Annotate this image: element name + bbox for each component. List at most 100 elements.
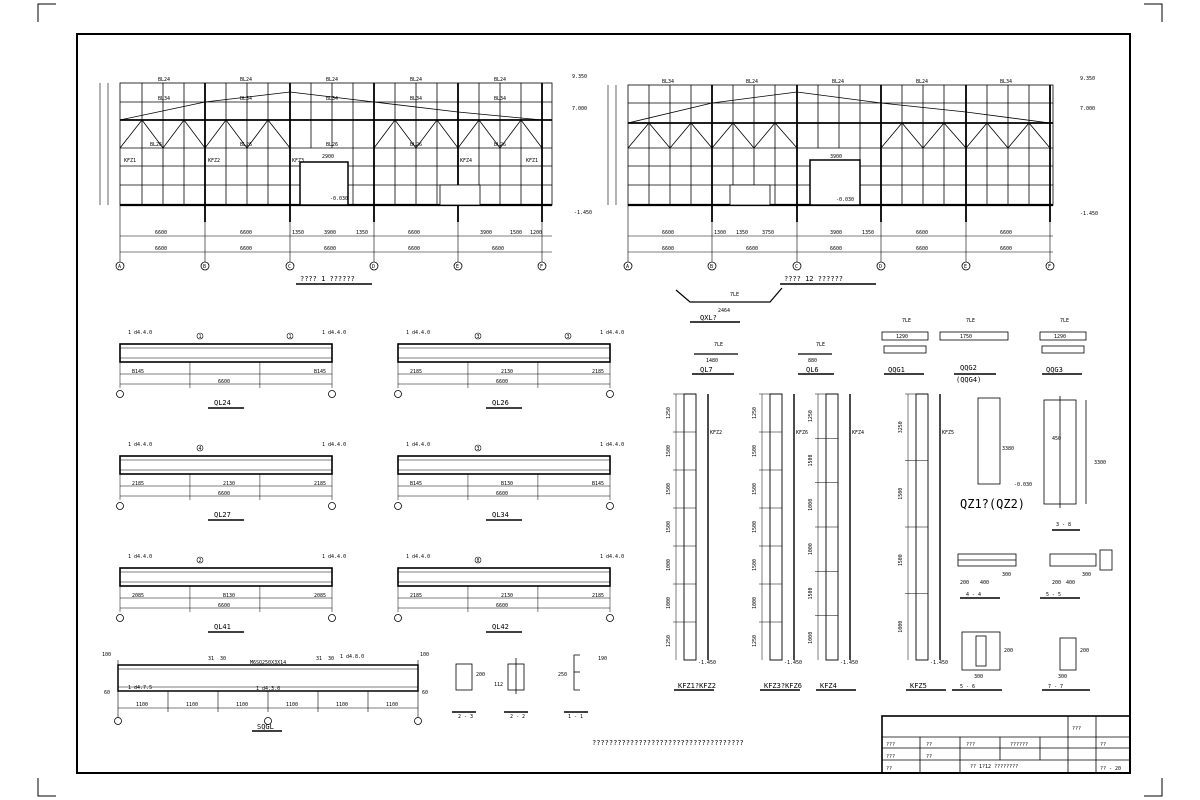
- segment-dim: 1500: [666, 445, 672, 457]
- column-outline: [683, 393, 697, 661]
- sqgl-end: 60: [104, 690, 110, 696]
- column-details: 1250150015001500100010001250-1.450KFZ2KF…: [666, 393, 954, 691]
- elevation-right-axes: [623, 261, 1055, 271]
- section-title: 1 - 1: [568, 714, 583, 720]
- axis-label: B: [203, 264, 206, 270]
- bar-label: 2185: [132, 481, 144, 487]
- dim-label: 6600: [916, 230, 928, 236]
- column-title: KFZ5: [910, 682, 927, 690]
- stirrup-note: 1 d4.4.0: [322, 554, 346, 560]
- crop-marks: [37, 3, 1163, 797]
- level-label: -1.450: [574, 210, 592, 216]
- mark-bubble: [474, 444, 482, 452]
- segment-dim: 1250: [752, 635, 758, 647]
- section-dim: 112: [494, 682, 503, 688]
- stirrup-note: 1 d4.4.0: [600, 554, 624, 560]
- section-title: 4 - 4: [966, 592, 981, 598]
- dim-label: 6600: [916, 246, 928, 252]
- dim-label: 1500: [510, 230, 522, 236]
- mark-bubble: [196, 444, 204, 452]
- segment-dim: 1000: [752, 597, 758, 609]
- dim-label: 1350: [736, 230, 748, 236]
- stirrup-note: 1 d4.4.0: [128, 330, 152, 336]
- part-len: 2464: [718, 308, 730, 314]
- mark-label: 1: [199, 334, 202, 340]
- beam-label: BL34: [240, 96, 252, 102]
- title-cell: ???: [966, 742, 975, 748]
- mark-label: 4: [199, 446, 202, 452]
- elevation-right-dims: [607, 85, 1053, 262]
- stirrup-note: 1 d4.4.0: [406, 554, 430, 560]
- section-dim: 300: [1002, 572, 1011, 578]
- elevation-right: [627, 84, 1054, 222]
- beam-label: BL34: [494, 96, 506, 102]
- mark-bubble: [564, 332, 572, 340]
- mark-bubble: [474, 332, 482, 340]
- dim-label: 6600: [155, 246, 167, 252]
- part-bar: 7LE: [902, 318, 911, 324]
- part-title: QQG2: [960, 364, 977, 372]
- column-level: -1.450: [930, 660, 948, 666]
- sqgl-end: 100: [102, 652, 111, 658]
- title-cell: ??: [926, 754, 932, 760]
- dim-label: 3900: [830, 230, 842, 236]
- axis-label: D: [372, 264, 375, 270]
- axis-label: A: [626, 264, 629, 270]
- beam-title: QL27: [214, 511, 231, 519]
- segment-dim: 1000: [898, 621, 904, 633]
- title-cell: ??: [1100, 742, 1106, 748]
- qz-ref: 3300: [1094, 460, 1106, 466]
- segment-dim: 1500: [752, 483, 758, 495]
- beam-label: BL26: [494, 142, 506, 148]
- sqgl-mark: 31: [316, 656, 322, 662]
- axis-label: F: [540, 264, 543, 270]
- qz-dim: 3380: [1002, 446, 1014, 452]
- axis-label: F: [1048, 264, 1051, 270]
- bar-label: 2085: [132, 593, 144, 599]
- part-bar: 7LE: [714, 342, 723, 348]
- sheet-border: [76, 33, 1131, 774]
- dim-label: 6600: [492, 246, 504, 252]
- axis-label: A: [118, 264, 121, 270]
- beam-label: BL26: [410, 142, 422, 148]
- grade-beam-sqgl: [114, 660, 422, 732]
- dim-label: 6600: [662, 246, 674, 252]
- door-level: -0.030: [330, 196, 348, 202]
- door-height: 2900: [322, 154, 334, 160]
- beam-title: QL24: [214, 399, 231, 407]
- segment-dim: 1500: [666, 483, 672, 495]
- mark-label: 3: [567, 334, 570, 340]
- axis-bubble: [606, 502, 614, 510]
- mark-bubble: [196, 332, 204, 340]
- stirrup-note: 1 d4.4.0: [600, 442, 624, 448]
- qz-detail: [977, 396, 1087, 531]
- sqgl-note: M6SQ250X3X14: [250, 660, 286, 666]
- sqgl-mark: 31: [208, 656, 214, 662]
- door-width: 3900: [830, 154, 842, 160]
- stirrup-note: 1 d4.4.0: [322, 330, 346, 336]
- bar-label: 2185: [592, 369, 604, 375]
- axis-bubble: [394, 390, 402, 398]
- qz-title: QZ1?(QZ2): [960, 497, 1025, 511]
- part-title: QXL?: [700, 314, 717, 322]
- beam-outline: [119, 455, 333, 475]
- beam-outline: [397, 455, 611, 475]
- stirrup-note: 1 d4.4.0: [128, 442, 152, 448]
- part-bar: 7LE: [966, 318, 975, 324]
- sqgl-span: 1100: [286, 702, 298, 708]
- column-label: KFZ1: [526, 158, 538, 164]
- axis-label: D: [879, 264, 882, 270]
- part-len: 1750: [960, 334, 972, 340]
- bar-label: 2185: [592, 593, 604, 599]
- qz-level: -0.030: [1014, 482, 1032, 488]
- title-cell: ???: [886, 742, 895, 748]
- section-title: 5 - 5: [1046, 592, 1061, 598]
- sqgl-note: 1 d4.3.0: [256, 686, 280, 692]
- section-dim: 300: [1058, 674, 1067, 680]
- column-level: -1.450: [840, 660, 858, 666]
- stirrup-note: 1 d4.4.0: [128, 554, 152, 560]
- beam-span: 6600: [218, 603, 230, 609]
